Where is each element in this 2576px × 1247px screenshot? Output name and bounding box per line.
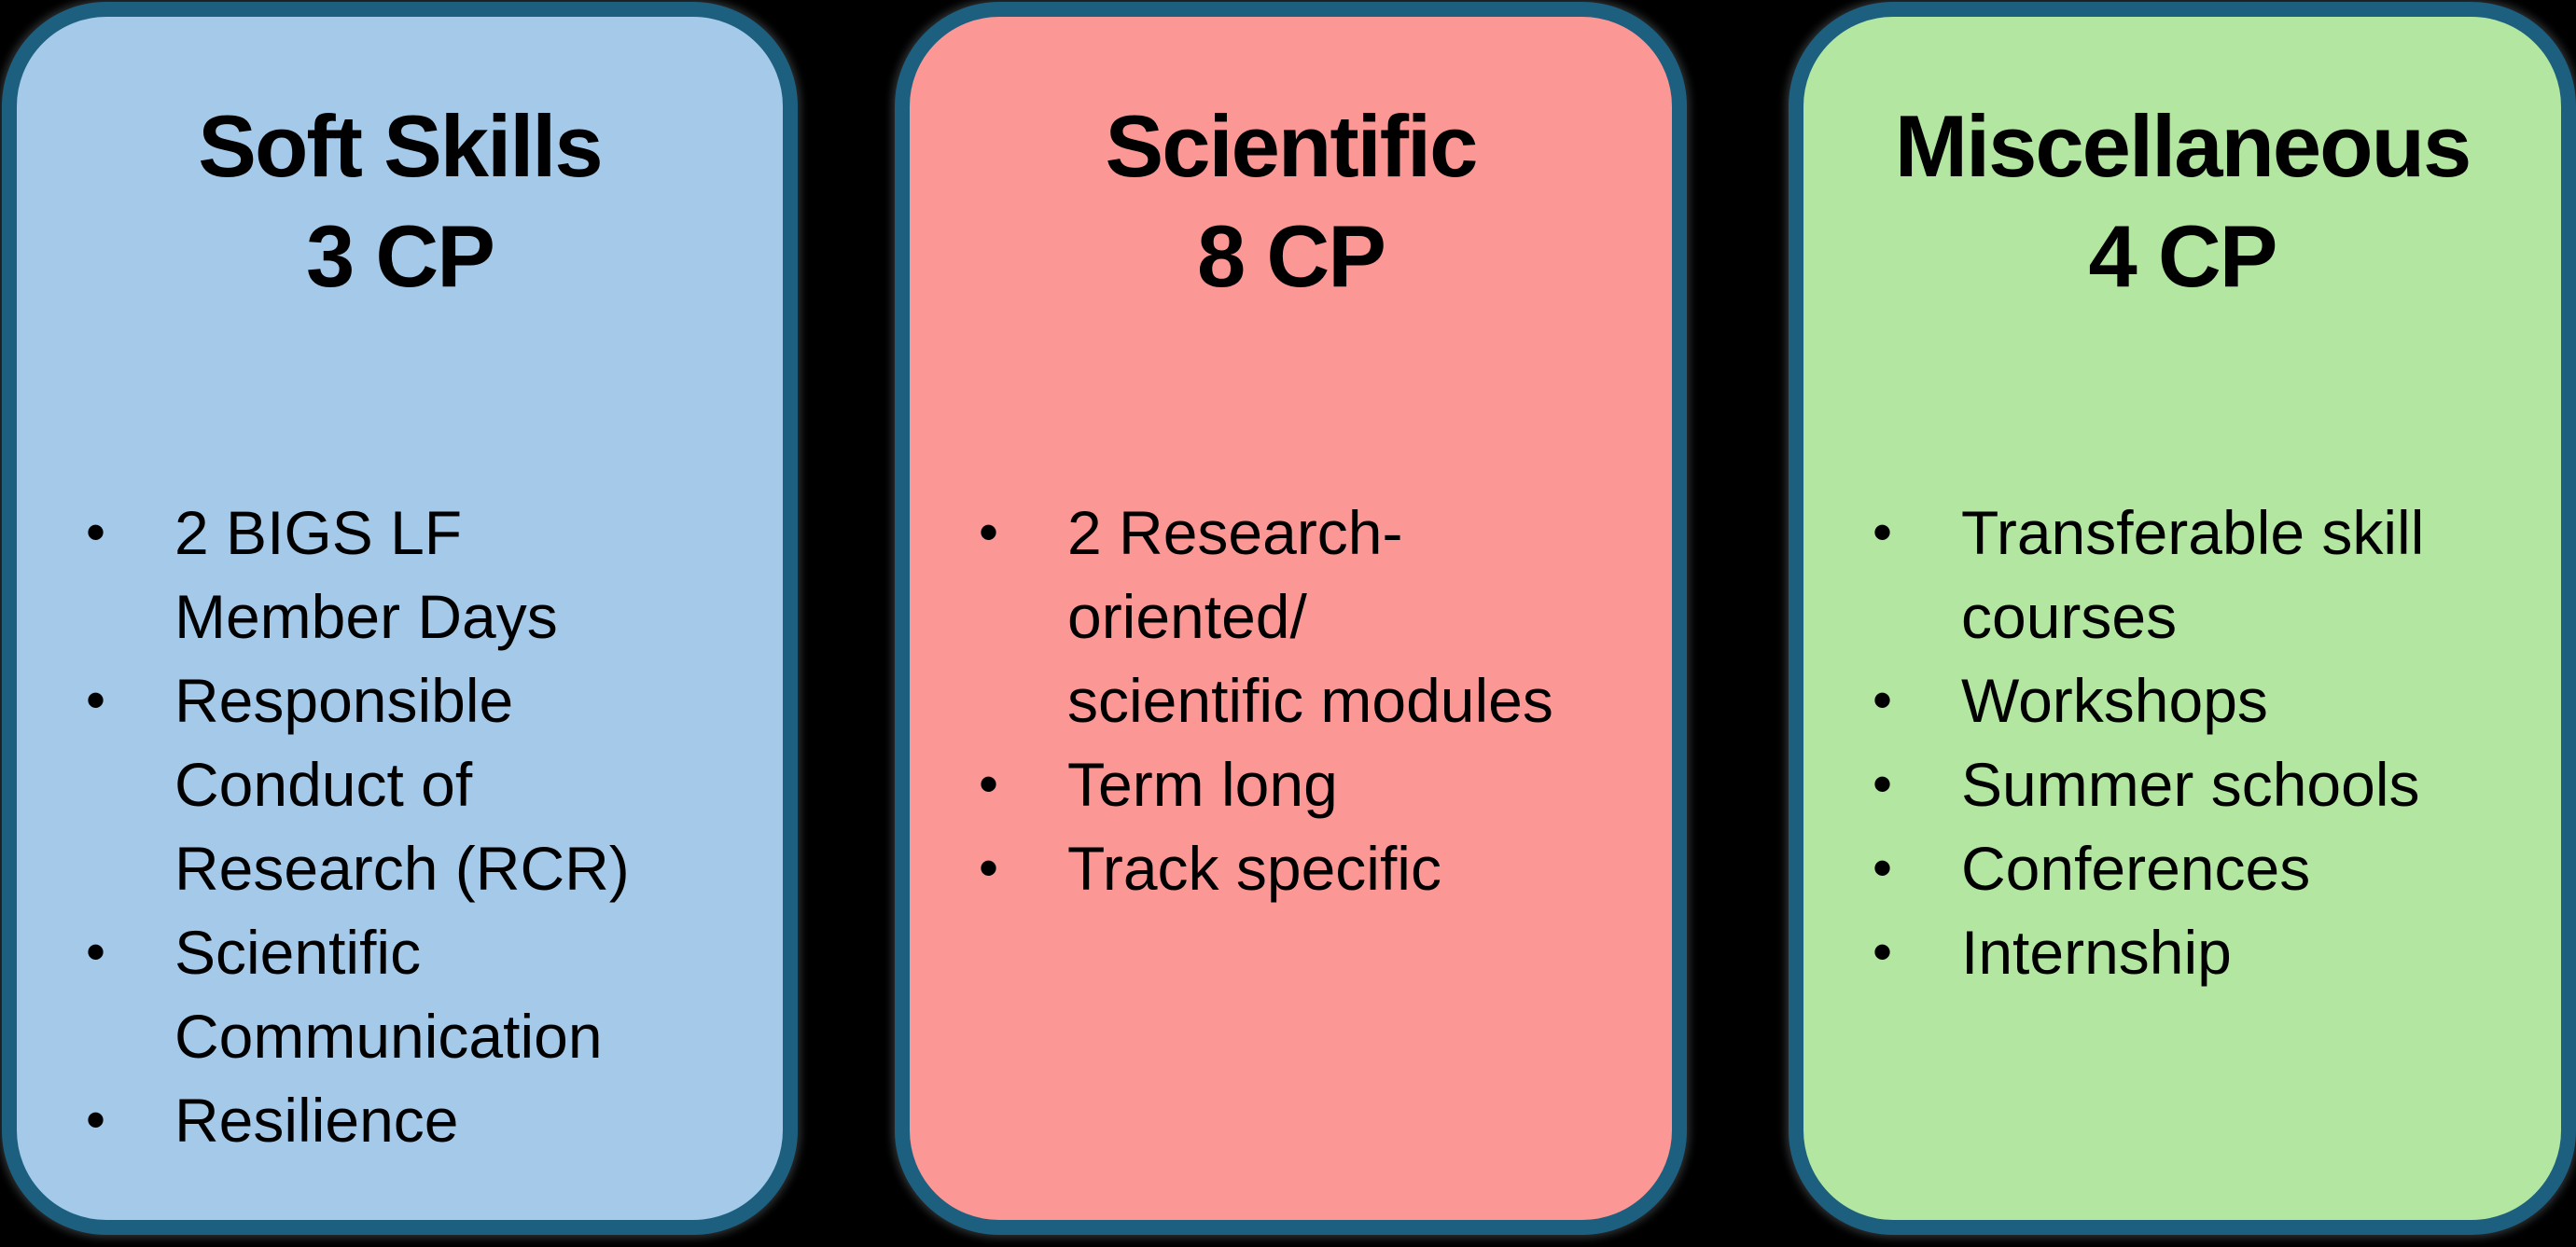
list-item: 2 Research- oriented/ scientific modules <box>979 491 1644 742</box>
list-item: 2 BIGS LF Member Days <box>86 491 755 658</box>
card-scientific: Scientific 8 CP 2 Research- oriented/ sc… <box>895 2 1687 1235</box>
card-soft-skills-list: 2 BIGS LF Member Days Responsible Conduc… <box>86 491 755 1162</box>
list-item: Track specific <box>979 826 1644 910</box>
list-item: Workshops <box>1873 658 2533 742</box>
card-miscellaneous: Miscellaneous 4 CP Transferable skill co… <box>1789 2 2576 1235</box>
card-miscellaneous-list: Transferable skill courses Workshops Sum… <box>1873 491 2533 994</box>
card-title-text: Soft Skills <box>198 97 603 195</box>
card-title-text: Scientific <box>1105 97 1479 195</box>
card-miscellaneous-title: Miscellaneous 4 CP <box>1803 17 2561 312</box>
card-credits-text: 3 CP <box>306 207 495 305</box>
list-item: Scientific Communication <box>86 910 755 1078</box>
card-credits-text: 8 CP <box>1197 207 1386 305</box>
card-scientific-title: Scientific 8 CP <box>910 17 1672 312</box>
card-soft-skills: Soft Skills 3 CP 2 BIGS LF Member Days R… <box>2 2 798 1235</box>
list-item: Transferable skill courses <box>1873 491 2533 658</box>
card-soft-skills-title: Soft Skills 3 CP <box>17 17 783 312</box>
list-item: Resilience <box>86 1078 755 1162</box>
card-title-text: Miscellaneous <box>1894 97 2472 195</box>
card-credits-text: 4 CP <box>2088 207 2278 305</box>
list-item: Responsible Conduct of Research (RCR) <box>86 658 755 910</box>
list-item: Term long <box>979 742 1644 826</box>
card-scientific-list: 2 Research- oriented/ scientific modules… <box>979 491 1644 910</box>
list-item: Internship <box>1873 910 2533 994</box>
list-item: Summer schools <box>1873 742 2533 826</box>
list-item: Conferences <box>1873 826 2533 910</box>
